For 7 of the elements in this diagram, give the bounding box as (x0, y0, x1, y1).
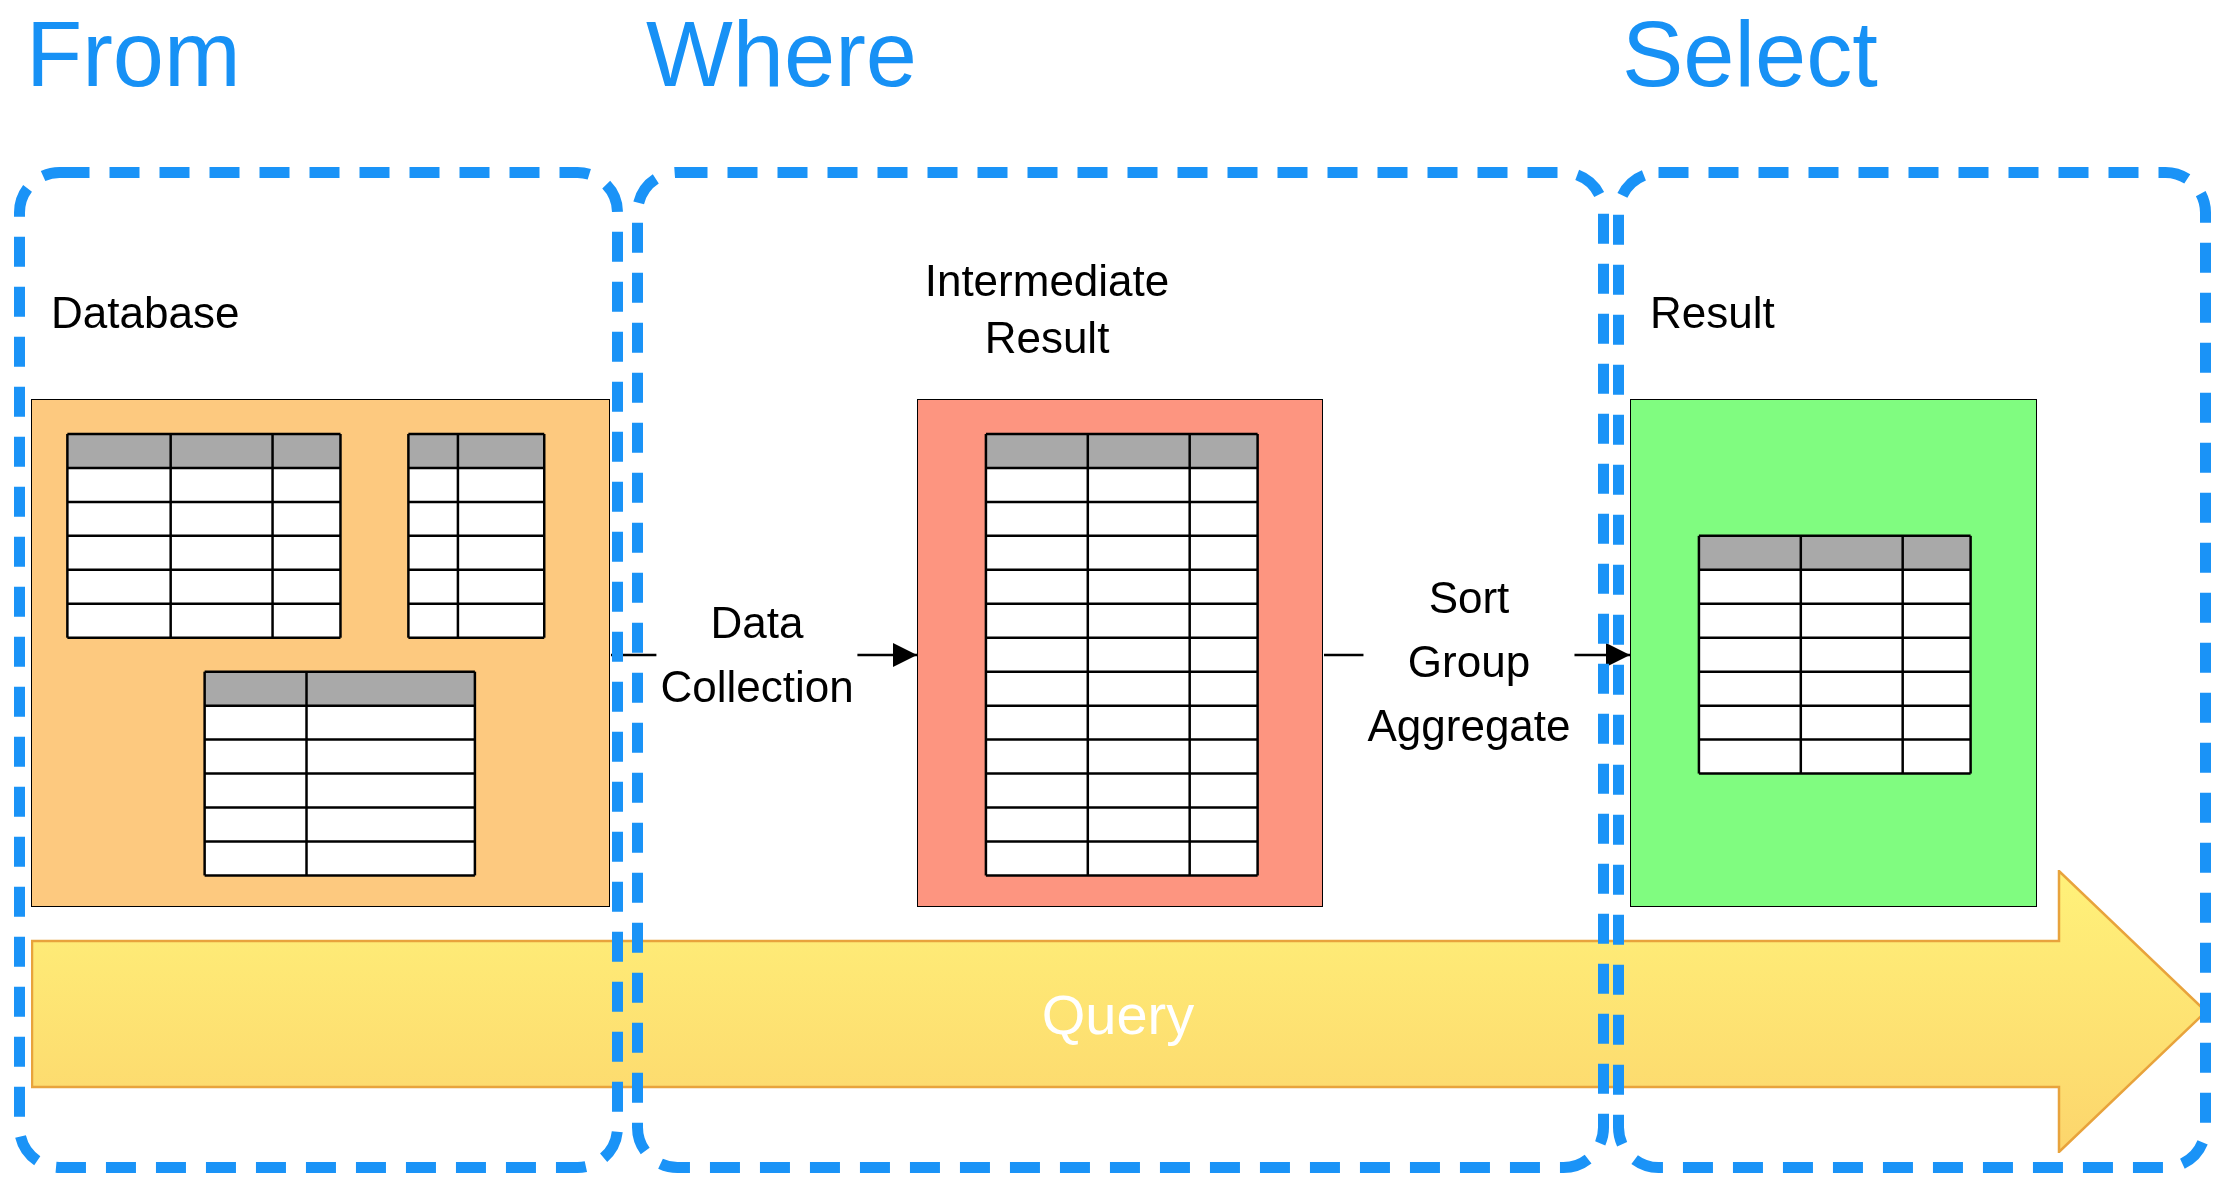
clause-heading: Select (1622, 4, 1878, 106)
box-label: Intermediate Result (923, 255, 1171, 365)
arrow-label: Query (1041, 981, 1195, 1047)
clause-heading: Where (646, 4, 917, 106)
box-label: Database (51, 287, 241, 339)
clause-heading: From (26, 4, 241, 106)
box-label: Result (1650, 287, 1776, 339)
